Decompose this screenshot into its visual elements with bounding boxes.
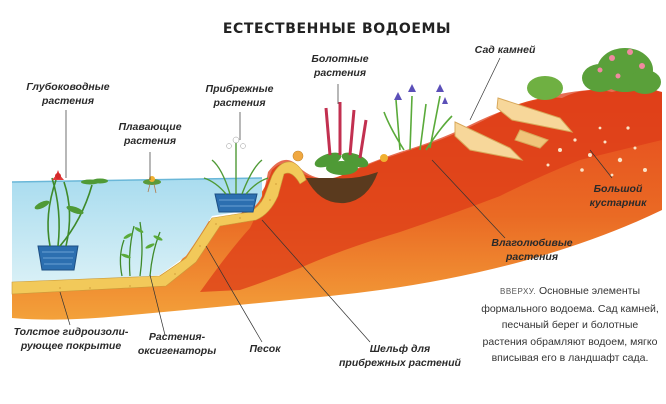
deep-water-pot bbox=[34, 170, 108, 271]
label-floating-plants: Плавающие растения bbox=[118, 121, 182, 147]
label-sand: Песок bbox=[249, 343, 281, 355]
page-title: ЕСТЕСТВЕННЫЕ ВОДОЕМЫ bbox=[222, 21, 452, 37]
caption-lead: ВВЕРХУ. bbox=[499, 287, 537, 296]
pond-liner bbox=[11, 161, 307, 295]
label-bog-plants: Болотные растения bbox=[311, 53, 369, 79]
label-marginal-plants: Прибрежные растения bbox=[205, 83, 274, 109]
label-deep-water-plants: Глубоководные растения bbox=[26, 81, 110, 107]
oxygenating-leaves bbox=[121, 227, 163, 259]
marginal-plant-pot bbox=[203, 136, 269, 213]
label-rock-garden: Сад камней bbox=[474, 44, 536, 56]
floating-plant bbox=[143, 176, 161, 194]
label-pond-liner: Толстое гидроизоли- рующее покрытие bbox=[13, 326, 129, 352]
iris-flowers bbox=[394, 84, 448, 104]
label-moisture-loving-plants: Влаголюбивые растения bbox=[491, 237, 573, 263]
iris-plants bbox=[383, 95, 453, 151]
label-marginal-shelf: Шельф для прибрежных растений bbox=[339, 343, 461, 369]
sand-layer bbox=[59, 183, 277, 289]
shrub-flowers bbox=[597, 49, 645, 79]
oxygenating-plant bbox=[119, 221, 161, 277]
leader-lines bbox=[59, 57, 613, 343]
caption: ВВЕРХУ. Основные элементы формального во… bbox=[480, 283, 660, 367]
bog-pocket bbox=[306, 172, 378, 204]
caption-text: Основные элементы формального водоема. С… bbox=[481, 285, 659, 364]
rocks bbox=[454, 97, 574, 161]
label-oxygenating-plants: Растения- оксигенаторы bbox=[137, 331, 217, 357]
gravel bbox=[546, 126, 647, 177]
bog-plants bbox=[292, 102, 388, 175]
label-large-shrub: Большой кустарник bbox=[589, 183, 647, 209]
